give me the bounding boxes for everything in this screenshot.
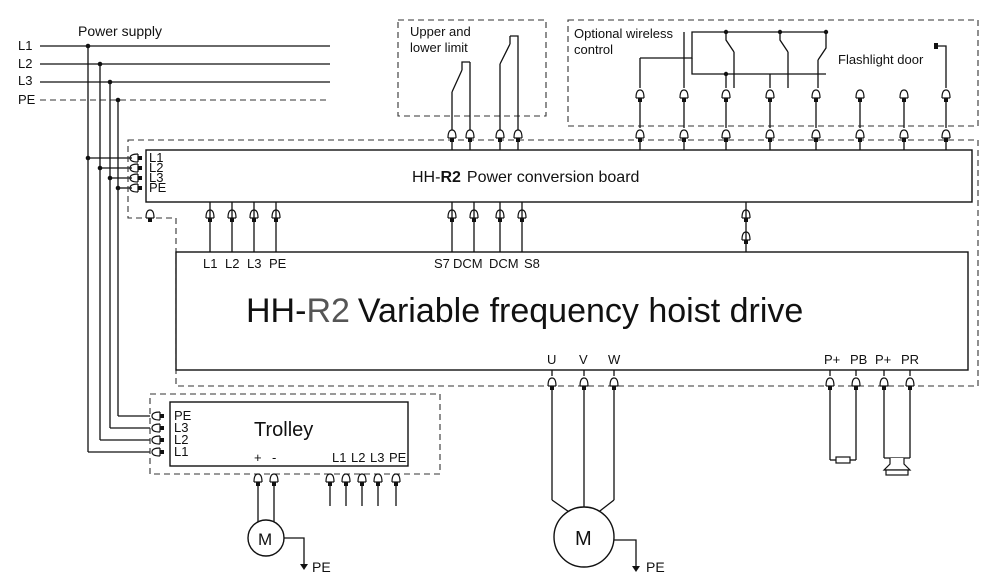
brake-resistor-pr bbox=[882, 458, 912, 471]
drive-brake-p1: P+ bbox=[824, 352, 840, 367]
supply-line-l2-label: L2 bbox=[18, 56, 32, 71]
board-to-drive-wiring bbox=[145, 202, 751, 252]
drive-signal-s8: S8 bbox=[524, 256, 540, 271]
drive-top-terminal-l2: L2 bbox=[225, 256, 239, 271]
trolley-motor-plus: + bbox=[254, 450, 262, 465]
trolley-motor-symbol: M bbox=[258, 530, 272, 549]
board-input-pe: PE bbox=[149, 180, 167, 195]
conversion-board-title: HH-R2 Power conversion board bbox=[412, 169, 639, 186]
trolley-output-l2: L2 bbox=[351, 450, 365, 465]
board-input-l1: L1 bbox=[149, 150, 163, 165]
supply-line-l3-label: L3 bbox=[18, 73, 32, 88]
drive-signal-s7: S7 bbox=[434, 256, 450, 271]
wireless-label-line1: Optional wireless bbox=[574, 26, 673, 41]
limit-label-line2: lower limit bbox=[410, 40, 468, 55]
drive-signal-dcm2: DCM bbox=[489, 256, 519, 271]
trolley-output-l1: L1 bbox=[332, 450, 346, 465]
enclosure-dashed-outline bbox=[127, 139, 979, 387]
brake-resistor-pb bbox=[835, 456, 851, 464]
flashlight-door-label: Flashlight door bbox=[838, 52, 924, 67]
conversion-board-model: R2 bbox=[440, 169, 461, 186]
wireless-connectors bbox=[635, 89, 951, 103]
limit-switch-group: Upper and lower limit bbox=[397, 19, 547, 150]
conversion-board-prefix: HH- bbox=[412, 169, 440, 186]
drive-output-wiring bbox=[547, 370, 915, 515]
trolley-input-l2: L2 bbox=[174, 432, 188, 447]
conversion-board-name: Power conversion board bbox=[467, 169, 640, 186]
trolley-input-pe: PE bbox=[174, 408, 192, 423]
limit-label-line1: Upper and bbox=[410, 24, 471, 39]
drive-brake-pr: PR bbox=[901, 352, 919, 367]
drive-signal-dcm1: DCM bbox=[453, 256, 483, 271]
drive-top-terminal-l1: L1 bbox=[203, 256, 217, 271]
drive-motor-u: U bbox=[547, 352, 556, 367]
hoist-motor-symbol: M bbox=[575, 528, 592, 550]
drive-top-terminal-pe: PE bbox=[269, 256, 287, 271]
wireless-control-group: Optional wireless control Flashlight doo… bbox=[567, 19, 979, 150]
trolley-motor-minus: - bbox=[272, 450, 276, 465]
drive-motor-v: V bbox=[579, 352, 588, 367]
drive-top-terminal-l3: L3 bbox=[247, 256, 261, 271]
power-supply-title: Power supply bbox=[78, 23, 162, 39]
supply-line-pe-label: PE bbox=[18, 92, 36, 107]
trolley-title: Trolley bbox=[254, 419, 313, 441]
power-conversion-board: HH-R2 Power conversion board L1 L2 L3 PE bbox=[129, 149, 973, 203]
wireless-label-line2: control bbox=[574, 42, 613, 57]
hoist-motor-earth: PE bbox=[646, 559, 665, 575]
hoist-motor: M PE bbox=[553, 506, 665, 575]
board-input-l2: L2 bbox=[149, 160, 163, 175]
trolley-output-pe: PE bbox=[389, 450, 407, 465]
trolley-motor: M PE bbox=[247, 519, 331, 575]
power-supply: Power supply L1 L2 L3 PE bbox=[18, 23, 330, 453]
trolley-input-l1: L1 bbox=[174, 444, 188, 459]
drive-model: R2 bbox=[306, 292, 349, 330]
drive-brake-pb: PB bbox=[850, 352, 867, 367]
trolley-input-l3: L3 bbox=[174, 420, 188, 435]
trolley-group: Trolley PE L3 L2 L1 + - L1 L2 L3 PE bbox=[149, 393, 441, 536]
drive-motor-w: W bbox=[608, 352, 621, 367]
drive-name: Variable frequency hoist drive bbox=[358, 292, 803, 330]
drive-prefix: HH- bbox=[246, 292, 306, 330]
trolley-motor-earth: PE bbox=[312, 559, 331, 575]
supply-line-l1-label: L1 bbox=[18, 38, 32, 53]
drive-brake-p2: P+ bbox=[875, 352, 891, 367]
trolley-output-l3: L3 bbox=[370, 450, 384, 465]
board-input-l3: L3 bbox=[149, 170, 163, 185]
